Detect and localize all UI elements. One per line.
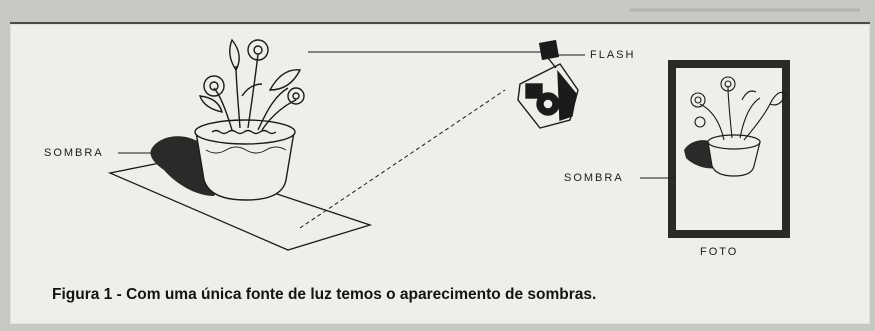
shadow-right [684,140,716,169]
shadow-label-left: SOMBRA [44,147,104,159]
camera [517,39,579,129]
shadow-label-right: SOMBRA [564,172,624,184]
figure-caption: Figura 1 - Com uma única fonte de luz te… [52,286,597,303]
flowers-left [198,38,305,135]
tabletop [107,159,373,251]
flash-label: FLASH [590,49,636,61]
photo-label: FOTO [700,246,739,258]
photo-frame [668,60,790,238]
